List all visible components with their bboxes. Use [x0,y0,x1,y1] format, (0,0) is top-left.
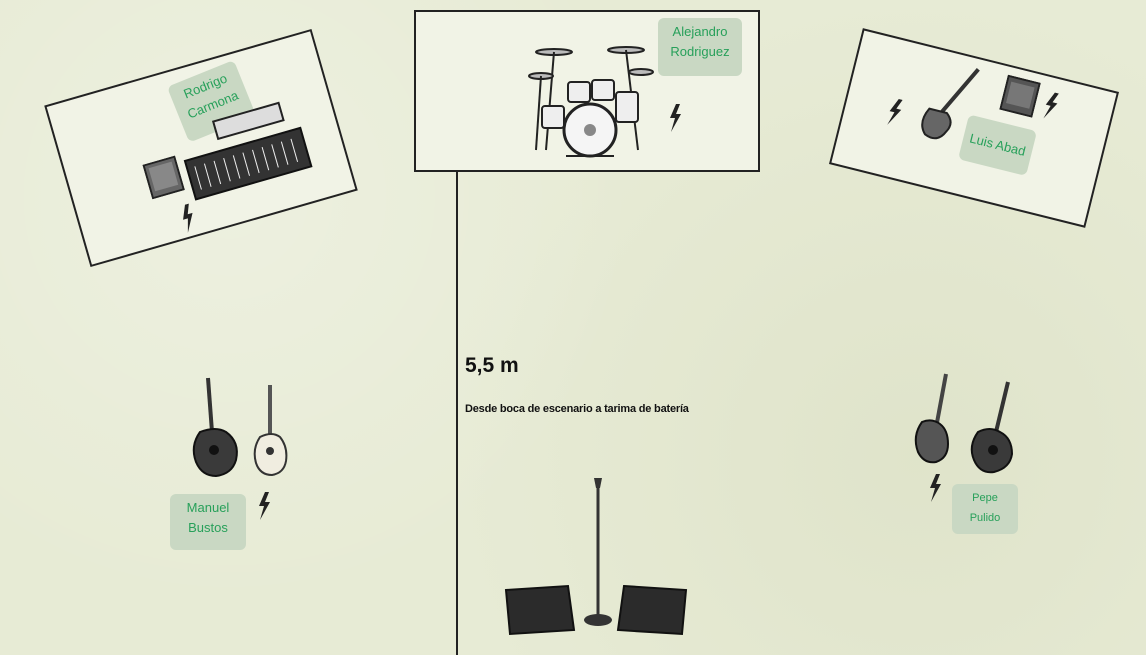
power-bolt-icon [887,98,903,125]
electric-guitar-icon [914,373,950,464]
musician-name-pepe: Pepe Pulido [952,484,1018,534]
musician-name-alejandro: Alejandro Rodriguez [658,18,742,76]
drum-riser-box: Alejandro Rodriguez [414,10,760,172]
drum-kit-icon [528,46,654,158]
power-bolt-icon [183,203,193,233]
microphone-stand-icon [584,478,612,626]
stage-monitor-icon [504,584,576,636]
musician-name-manuel: Manuel Bustos [170,494,246,550]
bass-area-box: Luis Abad [828,28,1120,228]
acoustic-guitar-icon [970,381,1014,474]
keyboard-icon [183,101,313,201]
acoustic-guitar-icon [192,377,238,478]
stage-depth-value: 5,5 m [465,354,519,377]
stage-monitor-icon [616,584,688,636]
amplifier-icon [142,155,185,200]
keyboard-area-box: Rodrigo Carmona [44,28,358,268]
power-bolt-icon [670,104,681,132]
power-bolt-icon [930,474,941,502]
bass-guitar-icon [921,68,980,140]
amplifier-icon [999,74,1041,118]
power-bolt-icon [1043,92,1059,119]
classical-guitar-icon [253,385,288,477]
power-bolt-icon [259,492,270,520]
stage-depth-description: Desde boca de escenario a tarima de bate… [465,403,689,415]
musician-name-luis: Luis Abad [958,114,1038,176]
center-distance-line [456,170,458,655]
